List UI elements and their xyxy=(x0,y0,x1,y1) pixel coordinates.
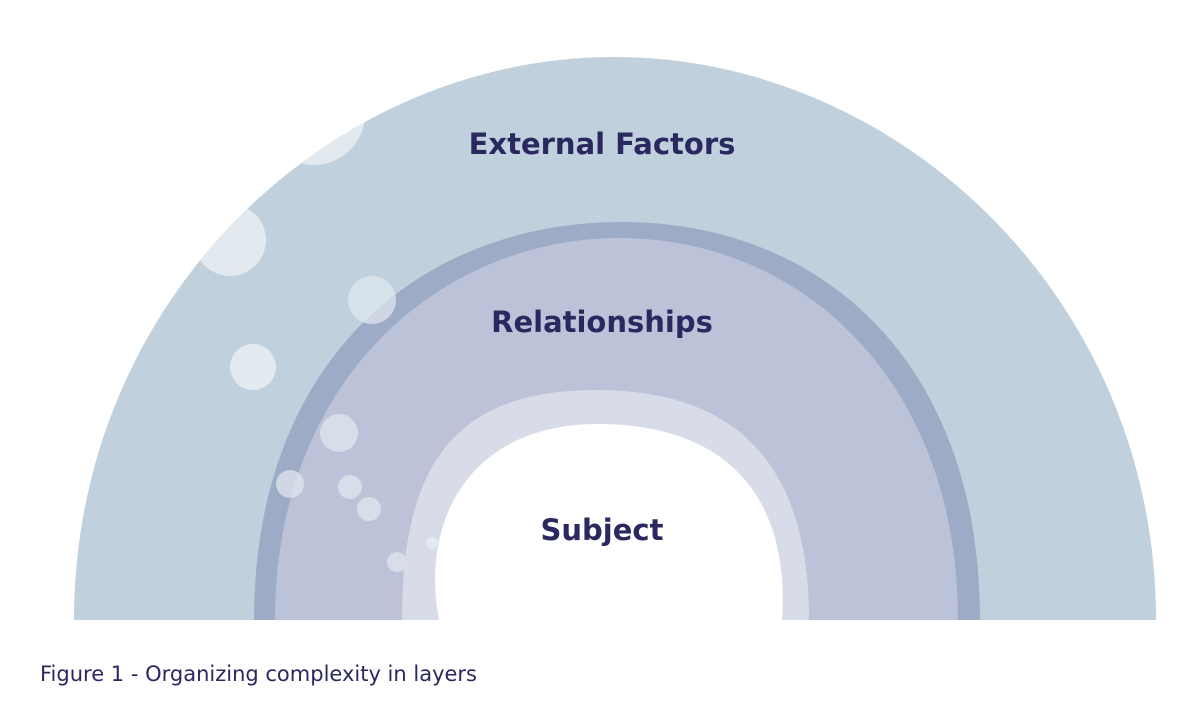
bubble xyxy=(348,276,396,324)
bubble xyxy=(194,204,266,276)
figure-caption: Figure 1 - Organizing complexity in laye… xyxy=(40,662,478,686)
relationships-label: Relationships xyxy=(491,305,713,339)
bubble xyxy=(320,414,358,452)
bubble xyxy=(357,497,381,521)
bubble xyxy=(230,344,276,390)
bubble xyxy=(387,552,407,572)
bubble xyxy=(263,63,365,165)
bubble xyxy=(426,537,438,549)
external-factors-label: External Factors xyxy=(469,127,736,161)
subject-label: Subject xyxy=(541,513,664,547)
inner-layer-subject xyxy=(435,424,783,620)
bubble xyxy=(276,470,304,498)
bubble xyxy=(338,475,362,499)
middle-layer-bubbles xyxy=(276,276,407,572)
